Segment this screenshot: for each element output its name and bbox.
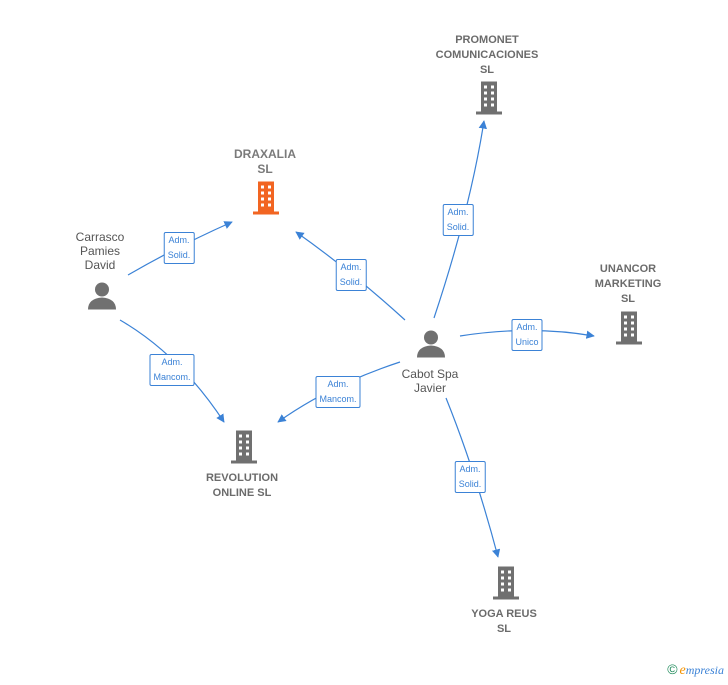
edge-label-cabot-revolution[interactable]: Adm. Mancom. [315,376,361,408]
node-label-revolution[interactable]: REVOLUTION ONLINE SL [206,471,278,501]
label-line: David [84,258,116,272]
label-line: MARKETING [594,278,662,290]
edge-label-role: Adm. [327,379,349,389]
node-label-yoga[interactable]: YOGA REUS SL [471,607,537,637]
edge-label-type: Solid. [446,222,470,232]
brand-footer[interactable]: ©empresia [667,661,724,679]
person-icon-cabot[interactable] [416,329,446,364]
edge-label-carrasco-revolution[interactable]: Adm. Mancom. [149,354,195,386]
edge-label-role: Adm. [516,322,538,332]
edge-label-cabot-yoga[interactable]: Adm. Solid. [454,461,486,493]
node-label-carrasco[interactable]: Carrasco Pamies David [76,230,125,272]
building-icon-draxalia[interactable] [250,181,282,220]
edge-label-cabot-unancor[interactable]: Adm. Unico [511,319,543,351]
building-icon-unancor[interactable] [613,311,645,350]
node-label-unancor[interactable]: UNANCOR MARKETING SL [595,262,662,307]
label-line: SL [496,623,512,635]
label-line: ONLINE SL [212,487,272,499]
edge-label-cabot-draxalia[interactable]: Adm. Solid. [335,259,367,291]
label-line: SL [479,64,495,76]
label-line: SL [257,162,273,176]
building-icon-revolution[interactable] [228,430,260,469]
edge-label-role: Adm. [447,207,469,217]
label-line: Carrasco [75,230,125,244]
label-line: SL [620,293,636,305]
label-line: YOGA REUS [471,608,537,620]
edge-label-type: Mancom. [153,372,191,382]
edge-label-role: Adm. [459,464,481,474]
edge-label-carrasco-draxalia[interactable]: Adm. Solid. [163,232,195,264]
copyright-icon: © [667,661,678,677]
person-icon-carrasco[interactable] [87,281,117,316]
label-line: DRAXALIA [234,147,296,161]
edge-label-cabot-promonet[interactable]: Adm. Solid. [442,204,474,236]
node-label-cabot[interactable]: Cabot Spa Javier [402,367,459,395]
edge-label-type: Solid. [339,277,363,287]
edge-label-type: Mancom. [319,394,357,404]
node-label-promonet[interactable]: PROMONET COMUNICACIONES SL [436,33,539,78]
edge-label-type: Solid. [167,250,191,260]
label-line: Pamies [79,244,120,258]
edge-label-role: Adm. [340,262,362,272]
label-line: REVOLUTION [205,472,279,484]
label-line: UNANCOR [599,263,657,275]
brand-logo-e: e [679,663,686,678]
label-line: Cabot Spa [401,367,459,381]
building-icon-promonet[interactable] [473,81,505,120]
node-label-draxalia[interactable]: DRAXALIA SL [234,147,296,177]
edge-label-type: Solid. [458,479,482,489]
edge-label-type: Unico [515,337,539,347]
label-line: Javier [413,381,446,395]
edge-label-role: Adm. [168,235,190,245]
building-icon-yoga[interactable] [490,566,522,605]
label-line: PROMONET [455,34,519,46]
brand-logo-text: mpresia [685,663,724,677]
edge-label-role: Adm. [161,357,183,367]
label-line: COMUNICACIONES [435,49,539,61]
